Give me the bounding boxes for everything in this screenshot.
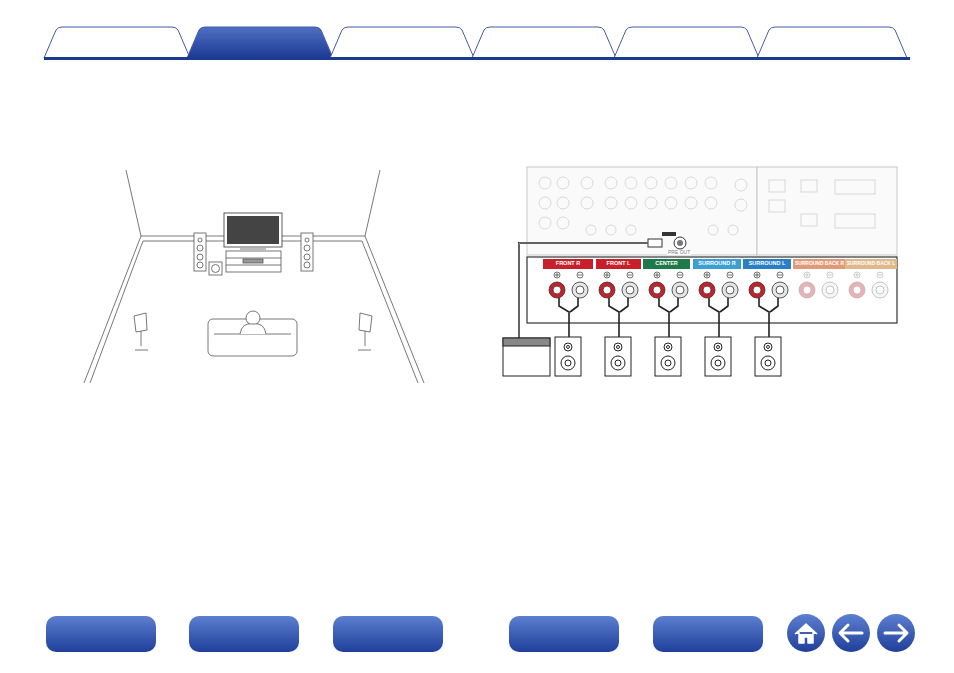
channel-band: FRONT L — [596, 259, 641, 269]
port-label: PRE OUT — [667, 250, 691, 255]
channel-label: CENTER — [655, 261, 678, 267]
channel-label: SURROUND BACK L — [847, 262, 896, 267]
channel-label: FRONT L — [607, 261, 631, 267]
channel-band: CENTER — [643, 259, 690, 269]
speakers — [503, 243, 781, 376]
nav-tabs — [44, 27, 907, 58]
channel-band: SURROUND L — [743, 259, 791, 269]
channel-band: FRONT R — [543, 259, 593, 269]
nav-buttons — [46, 614, 915, 652]
channel-label: SURROUND BACK R — [795, 262, 844, 267]
speaker-terminals — [549, 272, 888, 298]
channel-band: SURROUND BACK R — [793, 259, 846, 269]
channel-label: FRONT R — [556, 261, 580, 267]
receiver-rear-panel — [527, 167, 897, 323]
tab-rule — [44, 57, 910, 60]
room-illustration — [84, 170, 424, 383]
channel-band: SURROUND R — [693, 259, 741, 269]
channel-label: SURROUND L — [749, 261, 786, 267]
channel-band: SURROUND BACK L — [845, 259, 897, 269]
channel-label: SURROUND R — [698, 261, 735, 267]
